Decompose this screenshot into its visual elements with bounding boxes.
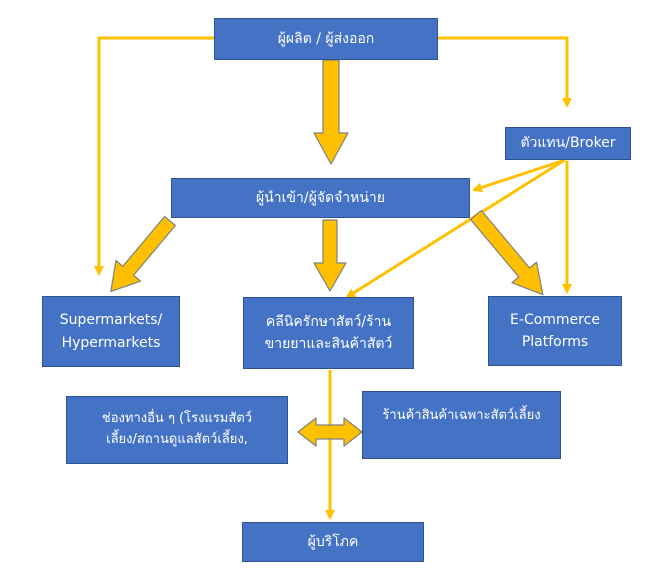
arrow-importer-to-clinic: [313, 219, 347, 292]
node-importer: ผู้นำเข้า/ผู้จัดจำหน่าย: [171, 178, 470, 218]
node-clinic: คลีนิครักษาสัตว์/ร้าน ขายยาและสินค้าสัตว…: [243, 297, 414, 369]
node-supermarkets: Supermarkets/ Hypermarkets: [42, 296, 180, 367]
node-other-channels-line2: เลี้ยง/สถานดูแลสัตว์เลี้ยง,: [106, 432, 248, 447]
node-consumer: ผู้บริโภค: [242, 522, 424, 562]
connector-producer-to-supermarkets: [94, 36, 214, 276]
node-other-channels: ช่องทางอื่น ๆ (โรงแรมสัตว์ เลี้ยง/สถานดู…: [66, 396, 288, 464]
node-supermarkets-line2: Hypermarkets: [61, 334, 161, 351]
connector-producer-to-broker: [438, 36, 572, 108]
node-other-channels-line1: ช่องทางอื่น ๆ (โรงแรมสัตว์: [101, 411, 253, 427]
arrow-importer-to-supermarkets: [110, 215, 176, 293]
node-importer-label: ผู้นำเข้า/ผู้จัดจำหน่าย: [256, 189, 385, 206]
node-ecommerce: E-Commerce Platforms: [488, 296, 622, 366]
arrow-importer-to-ecommerce: [470, 209, 544, 296]
node-producer-label: ผู้ผลิต / ผู้ส่งออก: [277, 30, 375, 47]
node-pet-store-label: ร้านค้าสินค้าเฉพาะสัตว์เลี้ยง: [382, 408, 541, 423]
connector-broker-to-clinic: [345, 159, 564, 299]
node-clinic-line1: คลีนิครักษาสัตว์/ร้าน: [265, 313, 392, 330]
arrow-producer-to-importer: [313, 59, 349, 165]
node-ecommerce-line1: E-Commerce: [510, 311, 600, 328]
node-producer: ผู้ผลิต / ผู้ส่งออก: [214, 18, 438, 60]
node-pet-store: ร้านค้าสินค้าเฉพาะสัตว์เลี้ยง: [362, 391, 561, 459]
node-broker: ตัวแทน/Broker: [505, 127, 631, 160]
node-clinic-line2: ขายยาและสินค้าสัตว์: [264, 336, 393, 352]
node-broker-label: ตัวแทน/Broker: [520, 135, 616, 152]
node-supermarkets-line1: Supermarkets/: [59, 312, 163, 329]
connector-broker-to-importer: [472, 158, 566, 193]
node-consumer-label: ผู้บริโภค: [307, 533, 359, 550]
node-ecommerce-line2: Platforms: [521, 334, 589, 350]
